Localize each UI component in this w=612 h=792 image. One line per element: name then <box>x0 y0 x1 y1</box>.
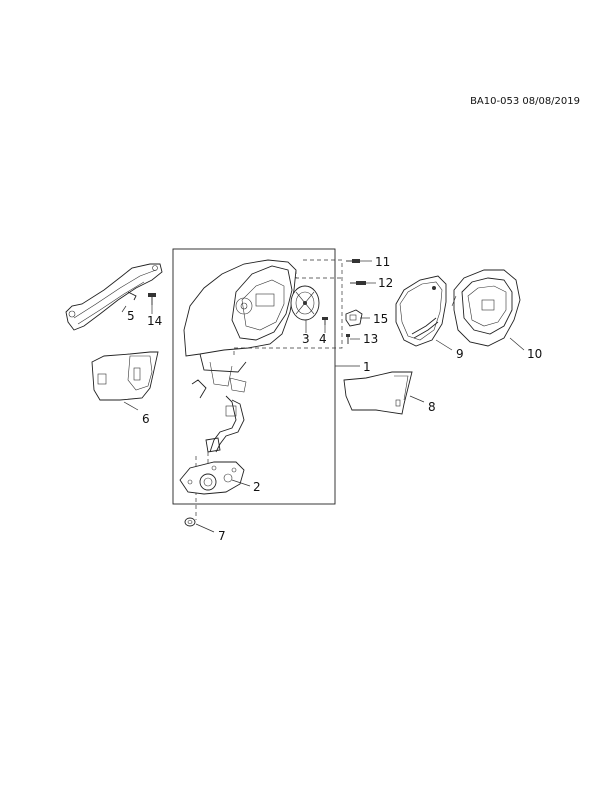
callout-2: 2 <box>253 480 261 494</box>
part-5-bracket <box>65 263 163 331</box>
callout-3: 3 <box>302 332 310 346</box>
part-11-clip <box>346 259 360 263</box>
callout-14: 14 <box>147 314 162 328</box>
callout-10: 10 <box>527 347 542 361</box>
callout-7: 7 <box>218 529 226 543</box>
part-7-nut <box>184 517 196 527</box>
callout-9: 9 <box>456 347 464 361</box>
callout-15: 15 <box>373 312 388 326</box>
callout-11: 11 <box>375 255 390 269</box>
part-6-lower-cover <box>91 351 159 401</box>
part-9-mirror-glass <box>395 275 447 347</box>
part-15-connector <box>345 309 363 327</box>
part-4-screw <box>322 317 328 325</box>
part-2-base <box>179 461 245 495</box>
callout-5: 5 <box>127 309 135 323</box>
part-12-screw <box>350 281 366 285</box>
callout-6: 6 <box>142 412 150 426</box>
callout-1: 1 <box>363 360 371 374</box>
part-3-actuator <box>290 285 320 321</box>
part-13-pin <box>346 334 350 344</box>
callout-4: 4 <box>319 332 327 346</box>
part-1-mirror-housing <box>183 259 297 453</box>
callout-8: 8 <box>428 400 436 414</box>
part-8-trim <box>343 371 413 415</box>
part-14-screw <box>148 293 156 305</box>
document-id: BA10-053 08/08/2019 <box>470 96 580 107</box>
assembly-frame <box>172 248 336 505</box>
callout-13: 13 <box>363 332 378 346</box>
part-10-frame <box>451 269 521 347</box>
callout-12: 12 <box>378 276 393 290</box>
